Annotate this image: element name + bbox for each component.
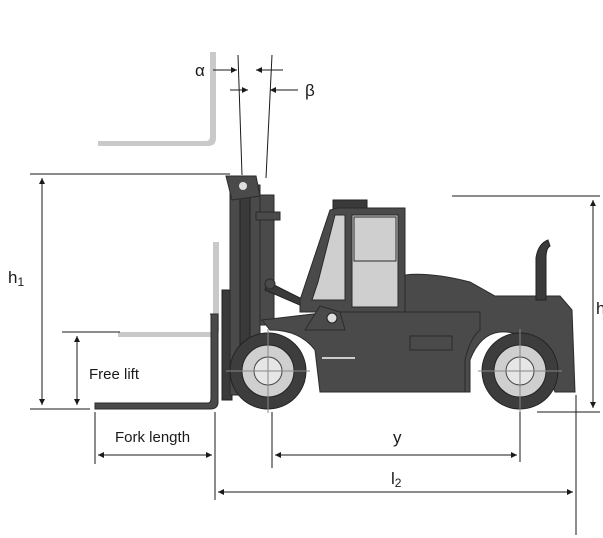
rear-wheel [478,329,562,413]
l2-label: l2 [391,469,402,490]
beta-label: β [305,81,315,100]
chassis [261,305,481,393]
l2-dimension [218,395,577,535]
fork-length-label: Fork length [115,429,190,446]
free-lift-label: Free lift [89,366,140,383]
h-right-label: h [596,299,603,318]
y-label: y [393,428,402,447]
h1-dimension [30,173,230,405]
h-right-dimension [452,195,600,413]
tilt-angle-indicators [213,54,298,179]
free-lift-dimension [62,331,120,405]
h1-label: h1 [8,268,24,289]
fork-lowered [94,289,233,410]
raised-fork-ghost [98,52,219,337]
fork-length-dimension [94,412,216,500]
cabin [299,199,406,313]
y-dimension [271,412,521,468]
alpha-label: α [195,61,205,80]
front-wheel [226,329,310,413]
